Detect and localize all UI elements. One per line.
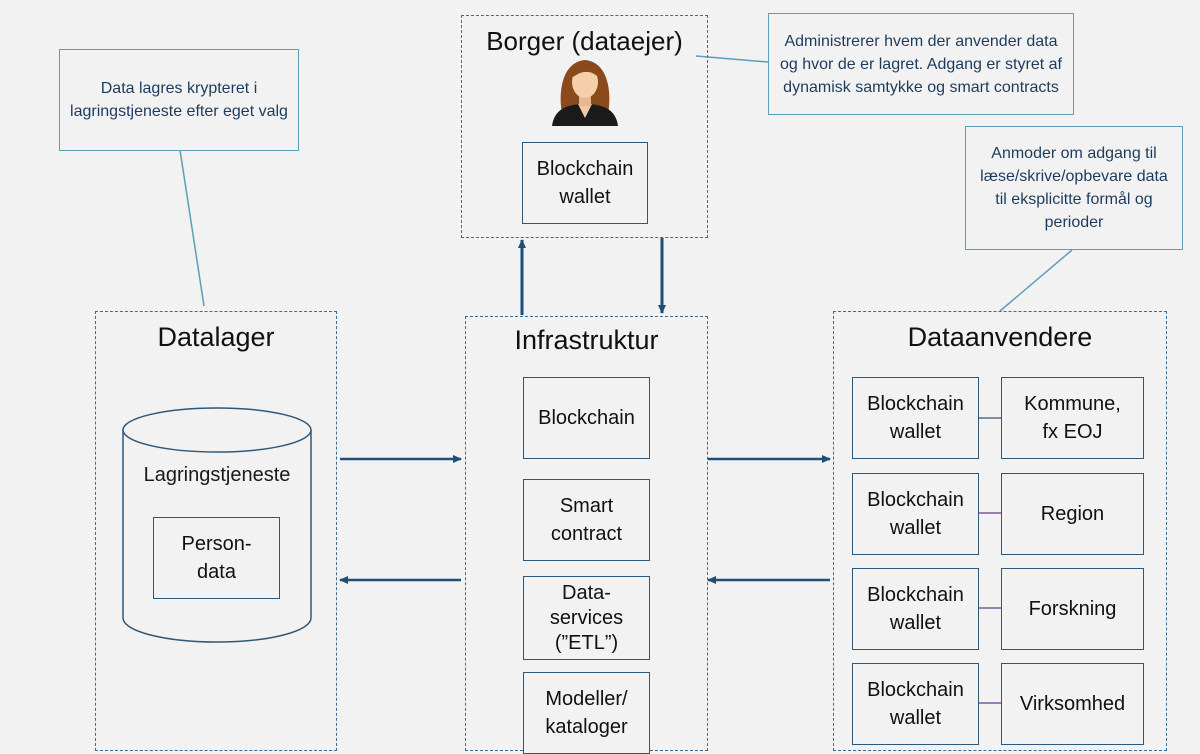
- callout-users-leader: [999, 249, 1073, 312]
- infrastructure-group: Infrastruktur Blockchain Smart contract …: [465, 316, 708, 754]
- woman-user-icon: [548, 52, 622, 126]
- callout-storage-leader: [179, 149, 205, 307]
- citizen-title: Borger (dataejer): [486, 26, 683, 56]
- infrastructure-title: Infrastruktur: [514, 325, 659, 355]
- callout-users: Anmoder om adgang til læse/skrive/opbeva…: [965, 126, 1183, 250]
- infra-blockchain-box: Blockchain: [523, 377, 650, 459]
- persondata-box: Person- data: [153, 517, 280, 599]
- user-wallet-box: Blockchain wallet: [852, 663, 979, 745]
- callout-citizen-leader: [695, 55, 769, 63]
- dataanvendere-group: Dataanvendere: [833, 311, 1167, 751]
- user-wallet-box: Blockchain wallet: [852, 377, 979, 459]
- user-entity-forskning: Forskning: [1001, 568, 1144, 650]
- callout-storage: Data lagres krypteret i lagringstjeneste…: [59, 49, 299, 151]
- citizen-wallet-box: Blockchain wallet: [522, 142, 648, 224]
- datalager-group: Datalager Lagringstjeneste Person- data: [95, 311, 337, 751]
- user-entity-region: Region: [1001, 473, 1144, 555]
- callout-citizen: Administrerer hvem der anvender data og …: [768, 13, 1074, 115]
- infra-smart-contract-box: Smart contract: [523, 479, 650, 561]
- infra-models-box: Modeller/ kataloger: [523, 672, 650, 754]
- dataanvendere-title: Dataanvendere: [907, 322, 1093, 352]
- user-entity-kommune: Kommune, fx EOJ: [1001, 377, 1144, 459]
- user-entity-virksomhed: Virksomhed: [1001, 663, 1144, 745]
- infra-data-services-box: Data- services (”ETL”): [523, 576, 650, 660]
- storage-label: Lagringstjeneste: [143, 464, 291, 486]
- user-wallet-box: Blockchain wallet: [852, 473, 979, 555]
- citizen-group: Borger (dataejer) Blockchain wallet: [461, 15, 708, 238]
- user-wallet-box: Blockchain wallet: [852, 568, 979, 650]
- datalager-title: Datalager: [157, 322, 275, 352]
